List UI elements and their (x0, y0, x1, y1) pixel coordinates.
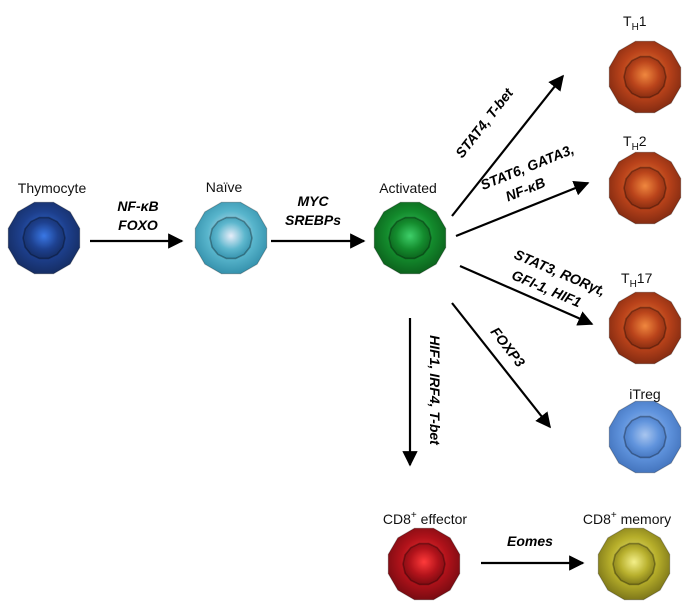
factor-label-nfkb: NF-κB (117, 198, 158, 214)
cell-thymocyte (7, 201, 81, 275)
factor-label-th17: STAT3, RORγt, GFI-1, HIF1 (510, 246, 608, 310)
cd8-effector-label: CD8+ effector (383, 510, 468, 527)
factor-label-eomes: Eomes (507, 533, 553, 549)
itreg-label: iTreg (629, 386, 660, 402)
cell-itreg (608, 400, 682, 474)
cell-th2 (608, 151, 682, 225)
factor-label-cd8: HIF1, IRF4, T-bet (427, 335, 443, 446)
th17-label: TH17 (621, 270, 653, 290)
arrow-activated-to-th1 (451, 74, 564, 217)
cell-activated (373, 201, 447, 275)
cell-cd8-effector (387, 527, 461, 601)
cell-th17 (608, 291, 682, 365)
cd8-memory-label: CD8+ memory (583, 510, 671, 527)
factor-label-itreg: FOXP3 (488, 324, 529, 370)
arrow-activated-to-th17 (459, 264, 594, 326)
cell-cd8-memory (597, 527, 671, 601)
factor-label-th2: STAT6, GATA3, NF-κB (478, 141, 576, 204)
factor-label-myc: MYC (297, 193, 329, 209)
thymocyte-label: Thymocyte (18, 180, 87, 196)
arrow-activated-to-itreg (451, 302, 551, 429)
factor-label-srebps: SREBPs (285, 212, 341, 228)
naive-label: Naïve (206, 179, 243, 195)
th1-label: TH1 (623, 13, 647, 33)
factor-label-foxo: FOXO (118, 217, 158, 233)
arrow-activated-to-th2 (455, 181, 590, 238)
th2-label: TH2 (623, 133, 647, 153)
activated-label: Activated (379, 180, 437, 196)
cell-naive (194, 201, 268, 275)
cell-th1 (608, 40, 682, 114)
factor-label-th1: STAT4, T-bet (452, 84, 517, 161)
